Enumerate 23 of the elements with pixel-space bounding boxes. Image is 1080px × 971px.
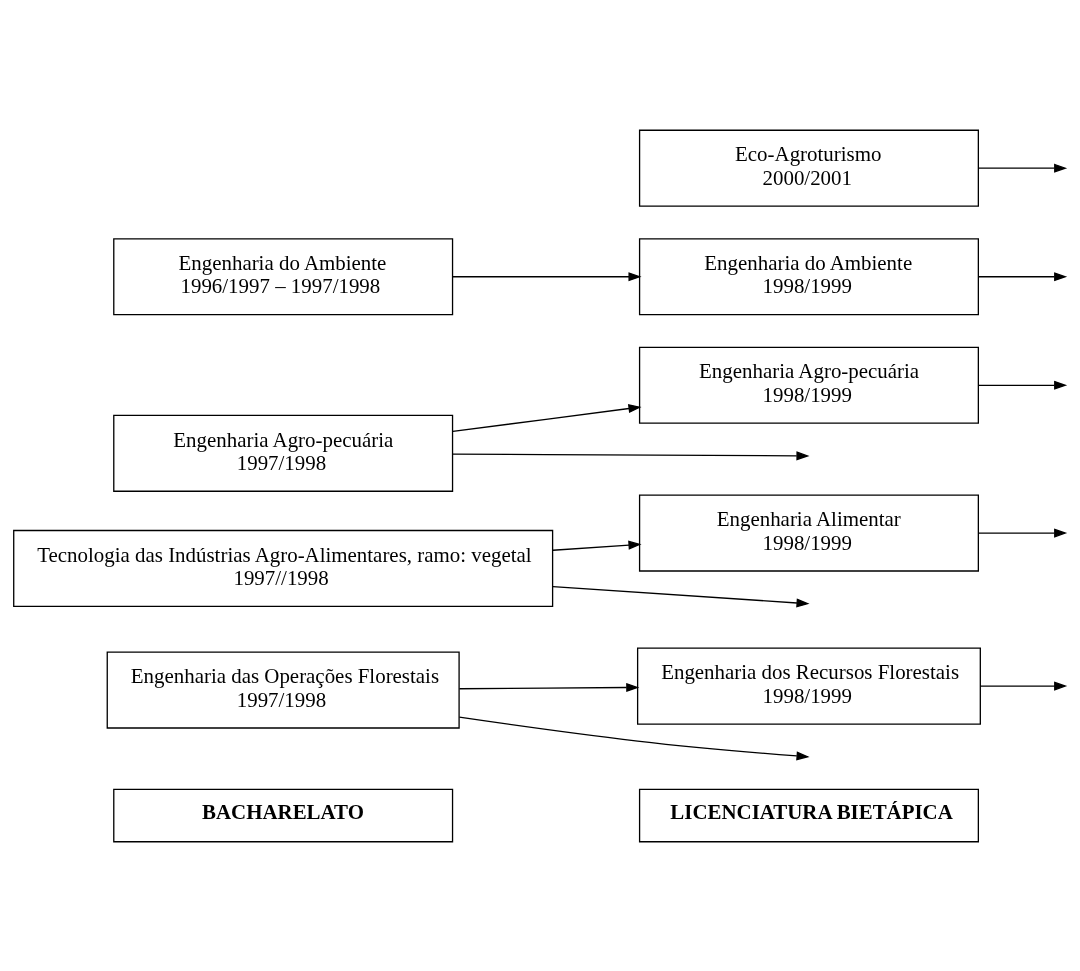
node-box: Eco-Agroturismo 2000/2001 bbox=[638, 129, 979, 207]
arrow bbox=[452, 450, 810, 460]
node-box: Engenharia Agro-pecuária 1998/1999 bbox=[638, 346, 979, 424]
node-box: Engenharia Agro-pecuária 1997/1998 bbox=[113, 414, 454, 492]
node-box: Tecnologia das Indústrias Agro-Alimentares, ramo: vegetal 1997//1998 bbox=[13, 529, 554, 607]
node-box: Engenharia das Operações Florestais 1997/1998 bbox=[106, 650, 460, 729]
arrow bbox=[979, 681, 1068, 691]
arrow bbox=[977, 271, 1068, 281]
node-box: Engenharia dos Recursos Florestais 1998/1999 bbox=[636, 647, 981, 725]
node-box: Engenharia Alimentar 1998/1999 bbox=[638, 494, 979, 572]
arrow bbox=[458, 682, 640, 692]
arrow bbox=[977, 528, 1068, 538]
arrow bbox=[452, 403, 642, 432]
arrow bbox=[452, 271, 642, 281]
arrow bbox=[977, 380, 1068, 390]
arrow bbox=[552, 540, 642, 551]
node-box: Engenharia do Ambiente 1996/1997 – 1997/1998 bbox=[113, 237, 454, 315]
arrow bbox=[552, 585, 810, 608]
node-box: Engenharia do Ambiente 1998/1999 bbox=[638, 237, 979, 315]
node-box: BACHARELATO bbox=[113, 788, 454, 842]
arrow bbox=[458, 715, 810, 760]
arrow bbox=[977, 163, 1068, 173]
node-box: LICENCIATURA BIETÁPICA bbox=[638, 788, 979, 842]
